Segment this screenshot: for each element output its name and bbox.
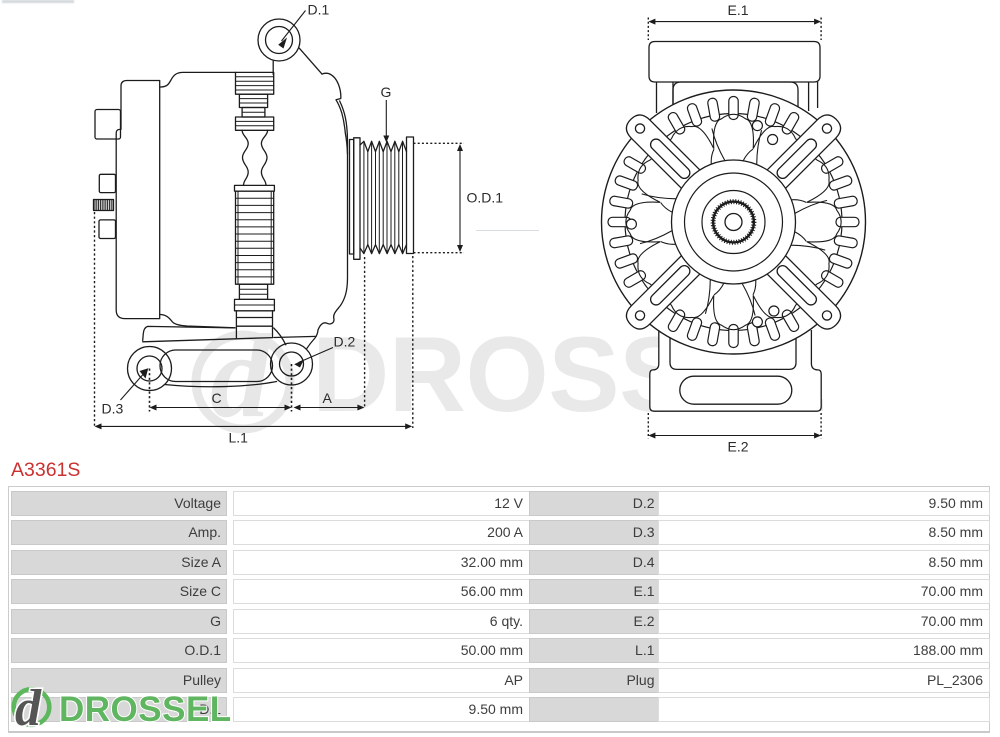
svg-text:DROSSEL: DROSSEL bbox=[59, 690, 232, 729]
svg-text:G: G bbox=[381, 84, 392, 100]
svg-text:D.3: D.3 bbox=[102, 401, 124, 417]
svg-text:E.2: E.2 bbox=[728, 439, 749, 455]
svg-text:E.1: E.1 bbox=[728, 2, 749, 18]
svg-text:d: d bbox=[15, 683, 42, 737]
svg-text:O.D.1: O.D.1 bbox=[467, 190, 504, 206]
svg-text:D.1: D.1 bbox=[308, 2, 330, 18]
svg-text:A: A bbox=[323, 390, 333, 406]
svg-text:C: C bbox=[212, 390, 222, 406]
svg-text:D.2: D.2 bbox=[334, 334, 356, 350]
svg-text:L.1: L.1 bbox=[229, 430, 249, 446]
svg-text:d: d bbox=[210, 309, 272, 442]
